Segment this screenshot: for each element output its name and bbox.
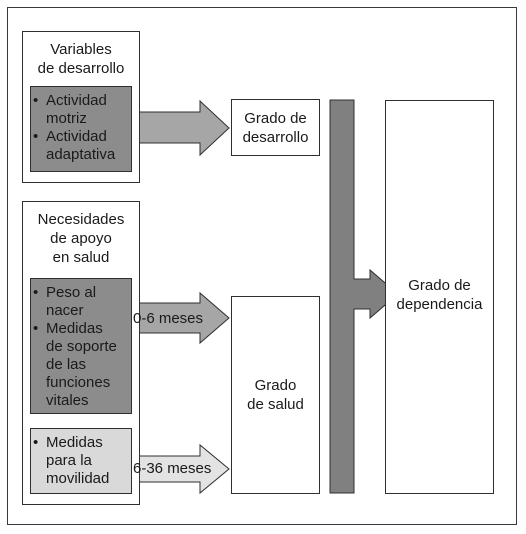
list-item-actividad-adaptativa: Actividad adaptativa (31, 128, 131, 164)
vertical-bar-with-arrow (329, 99, 399, 494)
list-item-peso-al-nacer: Peso al nacer (31, 284, 131, 320)
list-item-medidas-movilidad: Medidas para la movilidad (31, 434, 131, 488)
variables-desarrollo-list: Actividad motriz Actividad adaptativa (30, 86, 132, 172)
grado-desarrollo-box: Grado de desarrollo (231, 99, 320, 156)
arrow-0-6-meses (129, 291, 230, 345)
variables-desarrollo-box: Variables de desarrollo Actividad motriz… (22, 31, 140, 183)
grado-salud-label: Grado de salud (247, 377, 304, 413)
list-item-actividad-motriz: Actividad motriz (31, 92, 131, 128)
arrow-6-36-meses (129, 443, 230, 495)
arrow-label-0-6-meses: 0-6 meses (133, 310, 204, 327)
arrow-variables-to-desarrollo (129, 99, 230, 157)
diagram-frame (7, 7, 517, 525)
list-item-medidas-soporte: Medidas de soporte de las funciones vita… (31, 320, 131, 410)
grado-dependencia-box: Grado de dependencia (385, 100, 494, 494)
grado-salud-box: Grado de salud (231, 296, 320, 494)
arrow-label-6-36-meses: 6-36 meses (133, 460, 212, 477)
grado-desarrollo-label: Grado de desarrollo (242, 110, 309, 146)
necesidades-apoyo-title: Necesidades de apoyo en salud (37, 211, 125, 266)
necesidades-apoyo-box: Necesidades de apoyo en salud Peso al na… (22, 201, 140, 505)
variables-desarrollo-title: Variables de desarrollo (37, 41, 125, 77)
salud-list-dark: Peso al nacer Medidas de soporte de las … (30, 278, 132, 414)
salud-list-light: Medidas para la movilidad (30, 428, 132, 494)
grado-dependencia-label: Grado de dependencia (396, 277, 483, 313)
